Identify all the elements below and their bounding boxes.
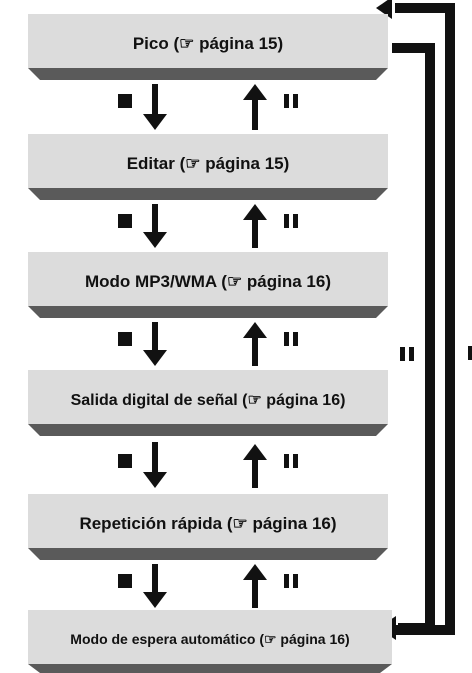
connector-1	[118, 84, 298, 130]
step-3-label: Modo MP3/WMA (☞ página 16)	[85, 272, 331, 291]
box-6: Modo de espera automático (☞ página 16)	[28, 610, 392, 673]
loop-arrow	[392, 3, 455, 635]
connector-5	[118, 564, 298, 608]
box-1: Pico (☞ página 15)	[28, 14, 388, 80]
pause-icon	[284, 332, 298, 346]
stop-icon	[118, 574, 132, 588]
connector-4	[118, 442, 298, 488]
loop-return-line	[392, 43, 435, 633]
pause-icon	[284, 214, 298, 228]
step-4-label: Salida digital de señal (☞ página 16)	[71, 392, 346, 409]
step-5-label: Repetición rápida (☞ página 16)	[79, 514, 336, 533]
loop-pause-icon	[400, 347, 414, 361]
pause-icon	[284, 94, 298, 108]
box-2: Editar (☞ página 15)	[28, 134, 388, 200]
box-5: Repetición rápida (☞ página 16)	[28, 494, 388, 560]
pause-icon	[284, 574, 298, 588]
connector-2	[118, 204, 298, 248]
connector-3	[118, 322, 298, 366]
box-4: Salida digital de señal (☞ página 16)	[28, 370, 388, 436]
loop-connector	[376, 0, 472, 640]
box-3: Modo MP3/WMA (☞ página 16)	[28, 252, 388, 318]
pause-icon	[284, 454, 298, 468]
stop-icon	[118, 214, 132, 228]
step-2-label: Editar (☞ página 15)	[127, 154, 290, 173]
step-6-label: Modo de espera automático (☞ página 16)	[70, 631, 349, 647]
step-1-label: Pico (☞ página 15)	[133, 34, 283, 53]
loop-side-marker	[468, 346, 472, 360]
stop-icon	[118, 94, 132, 108]
stop-icon	[118, 454, 132, 468]
stop-icon	[118, 332, 132, 346]
